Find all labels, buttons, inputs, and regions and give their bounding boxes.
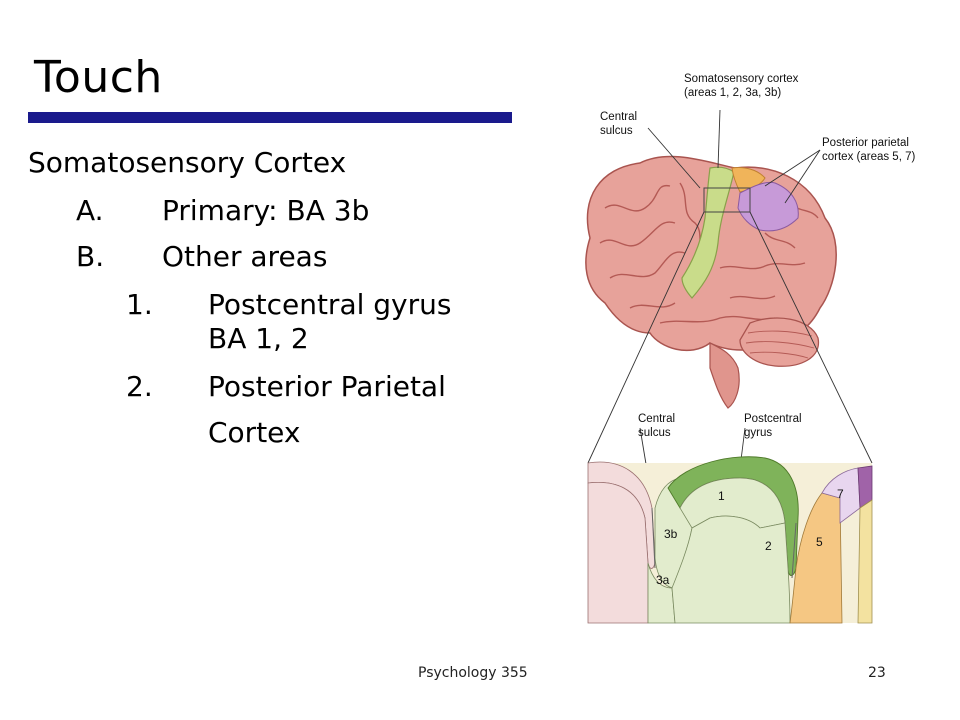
label-posterior-parietal-line2: cortex (areas 5, 7)	[822, 151, 915, 163]
title-underline-bar	[28, 112, 512, 123]
subitem-2-marker: 2.	[126, 370, 153, 403]
cortex-cross-section: 1 2 3b 3a 5 7	[587, 456, 873, 624]
label-central-sulcus-bottom-line1: Central	[638, 413, 675, 425]
subitem-2-line1: Posterior Parietal	[208, 370, 446, 403]
area-label-7: 7	[837, 487, 844, 501]
inset-marker-box	[703, 187, 751, 213]
brainstem	[709, 342, 740, 409]
subitem-1-marker: 1.	[126, 288, 153, 321]
label-leader-lines	[587, 109, 873, 489]
area-label-2: 2	[765, 539, 772, 553]
area-label-3a: 3a	[656, 573, 670, 587]
subitem-2-line2: Cortex	[208, 416, 301, 449]
item-a-text: Primary: BA 3b	[162, 194, 370, 227]
section-left-pink-lower	[587, 482, 649, 624]
label-central-sulcus-top-line2: sulcus	[600, 125, 633, 137]
item-b-marker: B.	[76, 240, 105, 273]
area-label-1: 1	[718, 489, 725, 503]
subitem-1-line2: BA 1, 2	[208, 322, 309, 355]
section-yellow-right	[857, 499, 873, 624]
footer-course: Psychology 355	[418, 665, 528, 681]
cerebellum-folds	[745, 330, 815, 359]
item-a-marker: A.	[76, 194, 104, 227]
area-label-5: 5	[816, 535, 823, 549]
heading-somatosensory-cortex: Somatosensory Cortex	[28, 146, 347, 179]
label-central-sulcus-bottom-line2: sulcus	[638, 427, 671, 439]
footer-page-number: 23	[868, 665, 886, 681]
section-area-7	[821, 467, 861, 524]
brain-lateral-view	[585, 155, 837, 409]
label-postcentral-gyrus-line2: gyrus	[744, 427, 772, 439]
label-posterior-parietal-line1: Posterior parietal	[822, 137, 909, 149]
brain-figure: Somatosensory cortex (areas 1, 2, 3a, 3b…	[585, 73, 915, 624]
label-postcentral-gyrus-line1: Postcentral	[744, 413, 802, 425]
label-somatosensory-line2: (areas 1, 2, 3a, 3b)	[684, 87, 781, 99]
label-central-sulcus-top-line1: Central	[600, 111, 637, 123]
slide-title: Touch	[34, 52, 163, 103]
item-b-text: Other areas	[162, 240, 328, 273]
subitem-1-line1: Postcentral gyrus	[208, 288, 452, 321]
label-somatosensory-line1: Somatosensory cortex	[684, 73, 799, 85]
area-label-3b: 3b	[664, 527, 678, 541]
section-area-2	[671, 515, 791, 624]
